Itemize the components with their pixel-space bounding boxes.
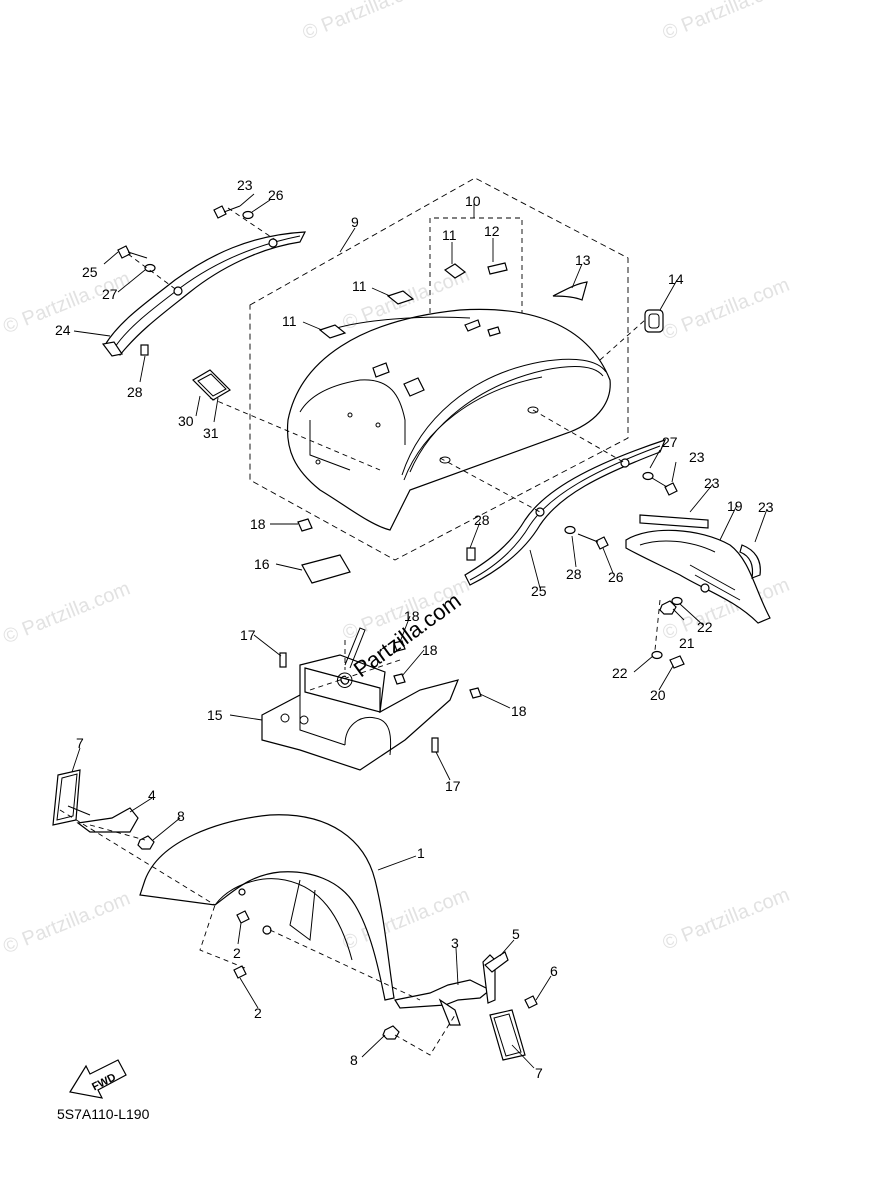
callout-25: 24 (55, 322, 71, 338)
callout-7: 7 (76, 735, 84, 751)
callout-12: 12 (484, 223, 500, 239)
callout-4: 4 (148, 787, 156, 803)
callout-23: 23 (704, 475, 720, 491)
callout-26: 25 (82, 264, 98, 280)
callout-9: 9 (351, 214, 359, 230)
callout-17: 17 (445, 778, 461, 794)
callout-11: 11 (282, 313, 297, 329)
rubber-pad-30 (192, 369, 231, 401)
callout-27: 23 (237, 177, 253, 193)
callout-17: 17 (240, 627, 256, 643)
callout-28: 27 (662, 434, 678, 450)
callout-11: 11 (352, 278, 367, 294)
grommet-14 (644, 309, 664, 333)
rear-fender (286, 308, 611, 531)
callout-26: 26 (608, 569, 624, 585)
callout-13: 13 (575, 252, 591, 268)
callout-8: 8 (177, 808, 185, 824)
callout-10: 10 (465, 193, 481, 209)
sticker-11 (443, 263, 467, 279)
watermark: © Partzilla.com (0, 887, 133, 958)
cover-plate-16 (301, 554, 351, 584)
front-fender (139, 814, 395, 1001)
watermark: © Partzilla.com (299, 0, 432, 45)
callout-2: 2 (254, 1005, 262, 1021)
callout-18: 18 (404, 608, 420, 624)
callout-28: 26 (268, 187, 284, 203)
callout-1: 1 (417, 845, 425, 861)
callout-16: 16 (254, 556, 270, 572)
reflector-bracket-4 (76, 807, 139, 833)
alignment-lines (59, 207, 661, 1056)
fwd-arrow: FWD (69, 1059, 127, 1099)
callout-18: 18 (250, 516, 266, 532)
callout-5: 5 (512, 926, 520, 942)
diagram-code: 5S7A110-L190 (57, 1106, 150, 1122)
sticker-11 (318, 324, 347, 339)
sticker-13 (552, 281, 588, 301)
callout-21: 21 (679, 635, 695, 651)
front-fender-stay-bracket (394, 954, 496, 1026)
callout-8: 8 (350, 1052, 358, 1068)
callout-24: 25 (531, 583, 547, 599)
callout-29: 28 (474, 512, 490, 528)
leader-lines (71, 193, 768, 1069)
callout-31: 31 (203, 425, 219, 441)
callout-numbers: 23 26 25 27 24 28 30 31 9 10 11 12 11 11… (55, 177, 774, 1081)
callout-7: 7 (535, 1065, 543, 1081)
callout-20: 20 (650, 687, 666, 703)
hardware (67, 205, 685, 1040)
right-grab-rail (464, 439, 667, 586)
watermark: © Partzilla.com (659, 0, 792, 45)
reflector-7-right (489, 1009, 526, 1061)
tail-light-bracket (625, 514, 771, 624)
callout-19: 19 (727, 498, 743, 514)
sticker-12 (487, 262, 508, 275)
callout-28: 28 (566, 566, 582, 582)
callout-23: 23 (758, 499, 774, 515)
callout-6: 6 (550, 963, 558, 979)
callout-22: 22 (612, 665, 628, 681)
callout-15: 15 (207, 707, 223, 723)
callout-28: 27 (102, 286, 118, 302)
rear-fender-assembly-outline (249, 177, 629, 561)
callout-11: 11 (442, 227, 457, 243)
reflector-7-left (52, 769, 81, 826)
sticker-11 (386, 290, 415, 305)
callout-3: 3 (451, 935, 459, 951)
callout-14: 14 (668, 271, 684, 287)
callout-22: 22 (697, 619, 713, 635)
callout-27: 23 (689, 449, 705, 465)
rear-fender-stay (261, 627, 459, 771)
left-grab-rail (101, 231, 306, 357)
callout-2: 2 (233, 945, 241, 961)
watermark: © Partzilla.com (0, 577, 133, 648)
callout-30: 30 (178, 413, 194, 429)
bracket-10-outline (429, 217, 523, 388)
callout-29: 28 (127, 384, 143, 400)
callout-18: 18 (511, 703, 527, 719)
callout-18: 18 (422, 642, 438, 658)
watermark: © Partzilla.com (659, 884, 792, 955)
